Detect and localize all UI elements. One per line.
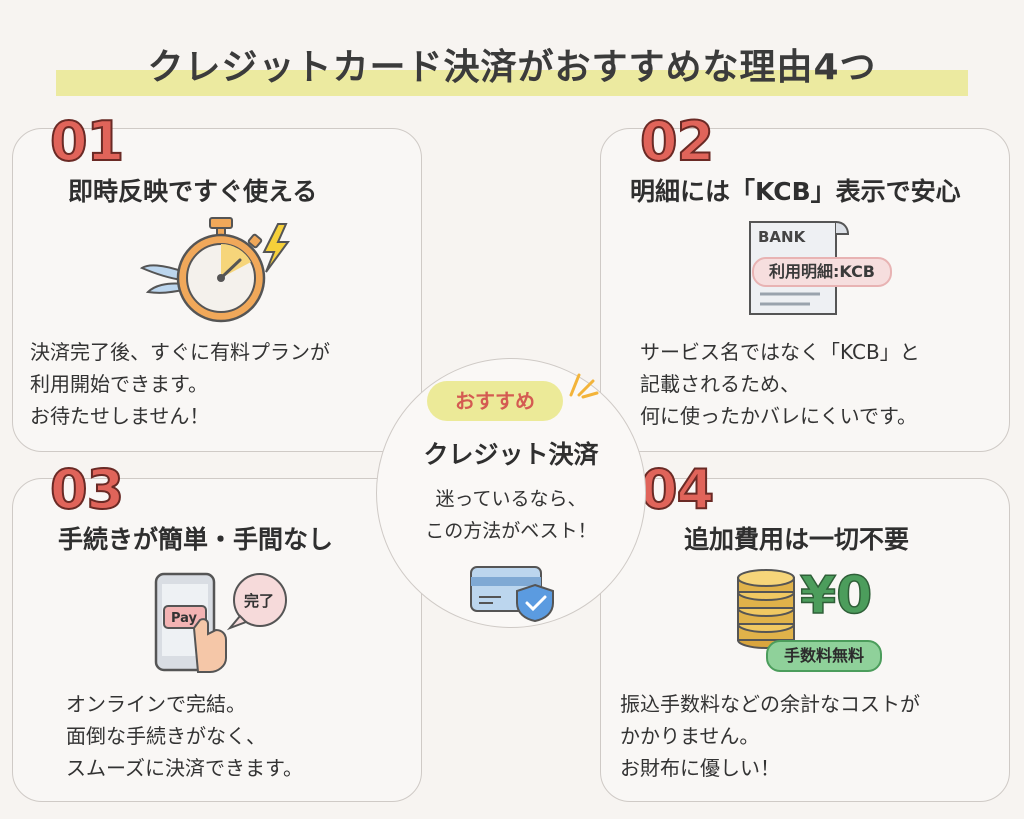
description-line: お待たせしません！: [30, 404, 210, 428]
description-line: お財布に優しい！: [620, 756, 780, 780]
title-highlight-band: [56, 70, 968, 96]
description-line: 迷っているなら、: [435, 488, 587, 510]
card-description: 振込手数料などの余計なコストが かかりません。 お財布に優しい！: [620, 688, 920, 784]
sparkle-icon: [569, 373, 599, 399]
credit-card-shield-icon: [470, 566, 554, 623]
card-title: 明細には「KCB」表示で安心: [630, 177, 961, 206]
stopwatch-icon: [139, 217, 290, 323]
free-fee-pill: 手数料無料: [766, 640, 882, 672]
description-line: スムーズに決済できます。: [66, 756, 303, 780]
center-title: クレジット決済: [423, 440, 599, 469]
price-zero: ¥0: [799, 565, 873, 627]
card-description: サービス名ではなく「KCB」と 記載されるため、 何に使ったかバレにくいです。: [640, 336, 920, 432]
statement-label-pill: 利用明細:KCB: [752, 257, 892, 287]
card-number: 03: [49, 457, 125, 522]
page-title: クレジットカード決済がおすすめな理由4つ: [147, 47, 877, 88]
center-description: 迷っているなら、 この方法がベスト！: [377, 483, 645, 547]
recommend-badge: おすすめ: [427, 381, 563, 421]
smartphone-pay-icon: Pay 完了: [154, 572, 287, 673]
pay-button-label: Pay: [171, 611, 198, 626]
card-number: 01: [49, 109, 125, 174]
card-title: 手続きが簡単・手間なし: [58, 525, 334, 554]
description-line: 決済完了後、すぐに有料プランが: [30, 340, 330, 364]
description-line: サービス名ではなく「KCB」と: [640, 340, 920, 364]
card-title: 即時反映ですぐ使える: [68, 177, 318, 206]
description-line: 振込手数料などの余計なコストが: [620, 692, 920, 716]
description-line: 記載されるため、: [640, 372, 800, 396]
center-recommendation: おすすめ クレジット決済 迷っているなら、 この方法がベスト！: [376, 358, 646, 628]
receipt-header: BANK: [758, 228, 807, 246]
card-number: 02: [639, 109, 715, 174]
coins-icon: [737, 569, 795, 649]
description-line: 利用開始できます。: [30, 372, 208, 396]
card-number: 04: [639, 457, 715, 522]
card-title: 追加費用は一切不要: [684, 525, 910, 554]
description-line: かかりません。: [620, 724, 760, 748]
card-description: オンラインで完結。 面倒な手続きがなく、 スムーズに決済できます。: [66, 688, 303, 784]
description-line: オンラインで完結。: [66, 692, 246, 716]
done-bubble-label: 完了: [244, 592, 274, 610]
description-line: この方法がベスト！: [425, 520, 597, 542]
description-line: 面倒な手続きがなく、: [66, 724, 266, 748]
card-description: 決済完了後、すぐに有料プランが 利用開始できます。 お待たせしません！: [30, 336, 330, 432]
description-line: 何に使ったかバレにくいです。: [640, 404, 917, 428]
